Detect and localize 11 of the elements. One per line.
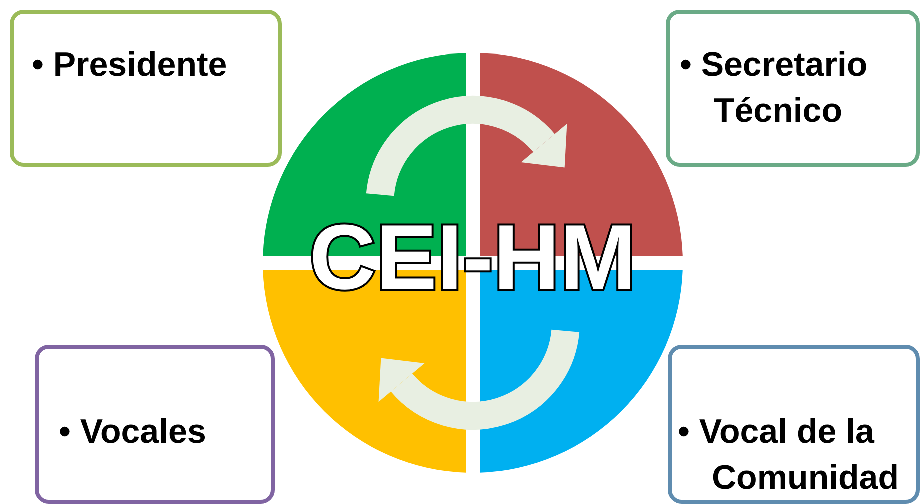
role-title: • Secretario Técnico [680,45,869,132]
role-box [666,10,920,167]
role-box [10,10,282,167]
role-title: • Vocales [59,412,208,453]
curved-arrow [366,96,568,197]
role-title: • Presidente [32,45,228,86]
curved-arrow [378,329,580,430]
role-box [35,345,275,504]
center-title: CEI-HM [309,206,637,311]
role-title: • Vocal de la Comunidad [678,412,900,499]
role-box [668,345,920,504]
